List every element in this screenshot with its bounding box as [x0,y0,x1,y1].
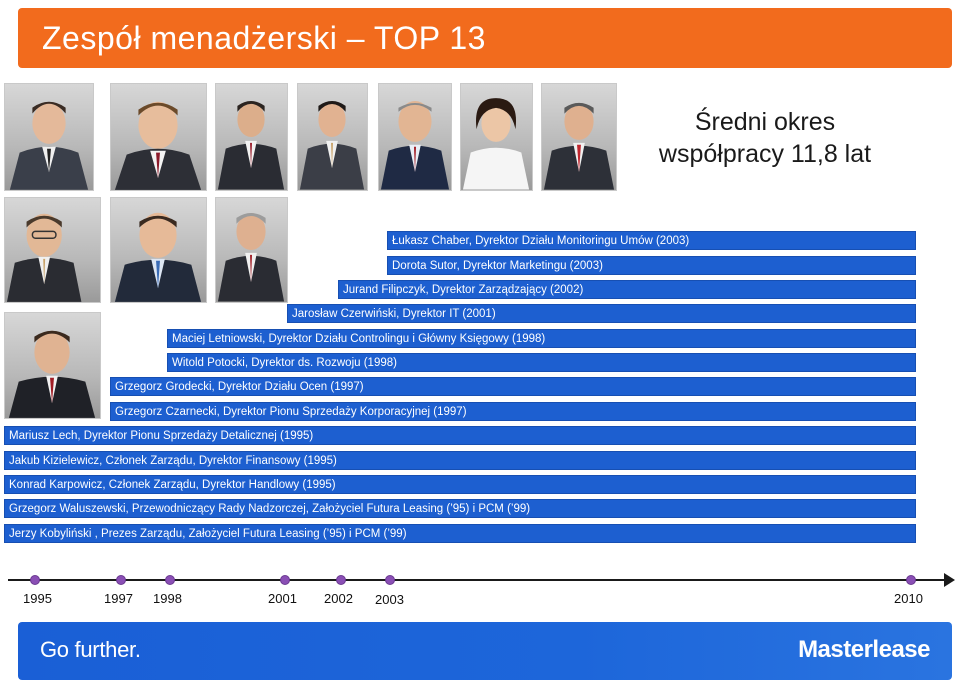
timeline-axis [8,579,946,581]
manager-bar: Maciej Letniowski, Dyrektor Działu Contr… [167,329,916,348]
manager-photo [4,197,101,303]
manager-bar: Jurand Filipczyk, Dyrektor Zarządzający … [338,280,916,299]
timeline-year: 1997 [104,591,133,606]
timeline-marker [906,575,916,585]
manager-photo [4,83,94,191]
timeline-year: 2010 [894,591,923,606]
average-cooperation-text: Średni okres współpracy 11,8 lat [600,106,930,170]
manager-bar: Grzegorz Waluszewski, Przewodniczący Rad… [4,499,916,518]
timeline-year: 1995 [23,591,52,606]
footer-slogan: Go further. [40,637,141,662]
timeline-year: 1998 [153,591,182,606]
manager-bar: Jerzy Kobyliński , Prezes Zarządu, Założ… [4,524,916,543]
timeline-year: 2003 [375,592,404,607]
manager-photo [215,197,288,303]
timeline-marker [116,575,126,585]
footer-bar: Go further. Masterlease [18,622,952,680]
brand-logo: Masterlease [798,636,930,663]
average-text-line1: Średni okres [694,108,836,136]
title-bar: Zespół menadżerski – TOP 13 [18,8,952,68]
manager-bar: Grzegorz Grodecki, Dyrektor Działu Ocen … [110,377,916,396]
timeline-arrow-icon [944,573,955,587]
manager-photo [297,83,368,191]
timeline-marker [165,575,175,585]
manager-bar: Jakub Kizielewicz, Członek Zarządu, Dyre… [4,451,916,470]
manager-bar: Konrad Karpowicz, Członek Zarządu, Dyrek… [4,475,916,494]
manager-bar: Grzegorz Czarnecki, Dyrektor Pionu Sprze… [110,402,916,421]
timeline-marker [280,575,290,585]
timeline-marker [30,575,40,585]
page-title: Zespół menadżerski – TOP 13 [42,20,486,56]
manager-photo [541,83,617,191]
manager-bar: Witold Potocki, Dyrektor ds. Rozwoju (19… [167,353,916,372]
manager-bar: Jarosław Czerwiński, Dyrektor IT (2001) [287,304,916,323]
average-text-line2: współpracy 11,8 lat [658,140,872,168]
timeline-year: 2001 [268,591,297,606]
manager-photo [215,83,288,191]
manager-photo [110,197,207,303]
manager-bar: Dorota Sutor, Dyrektor Marketingu (2003) [387,256,916,275]
timeline-marker [385,575,395,585]
manager-photo [378,83,452,191]
timeline-year: 2002 [324,591,353,606]
manager-bar: Mariusz Lech, Dyrektor Pionu Sprzedaży D… [4,426,916,445]
manager-bar: Łukasz Chaber, Dyrektor Działu Monitorin… [387,231,916,250]
manager-photo [110,83,207,191]
manager-photo [4,312,101,419]
timeline-marker [336,575,346,585]
manager-photo [460,83,533,191]
